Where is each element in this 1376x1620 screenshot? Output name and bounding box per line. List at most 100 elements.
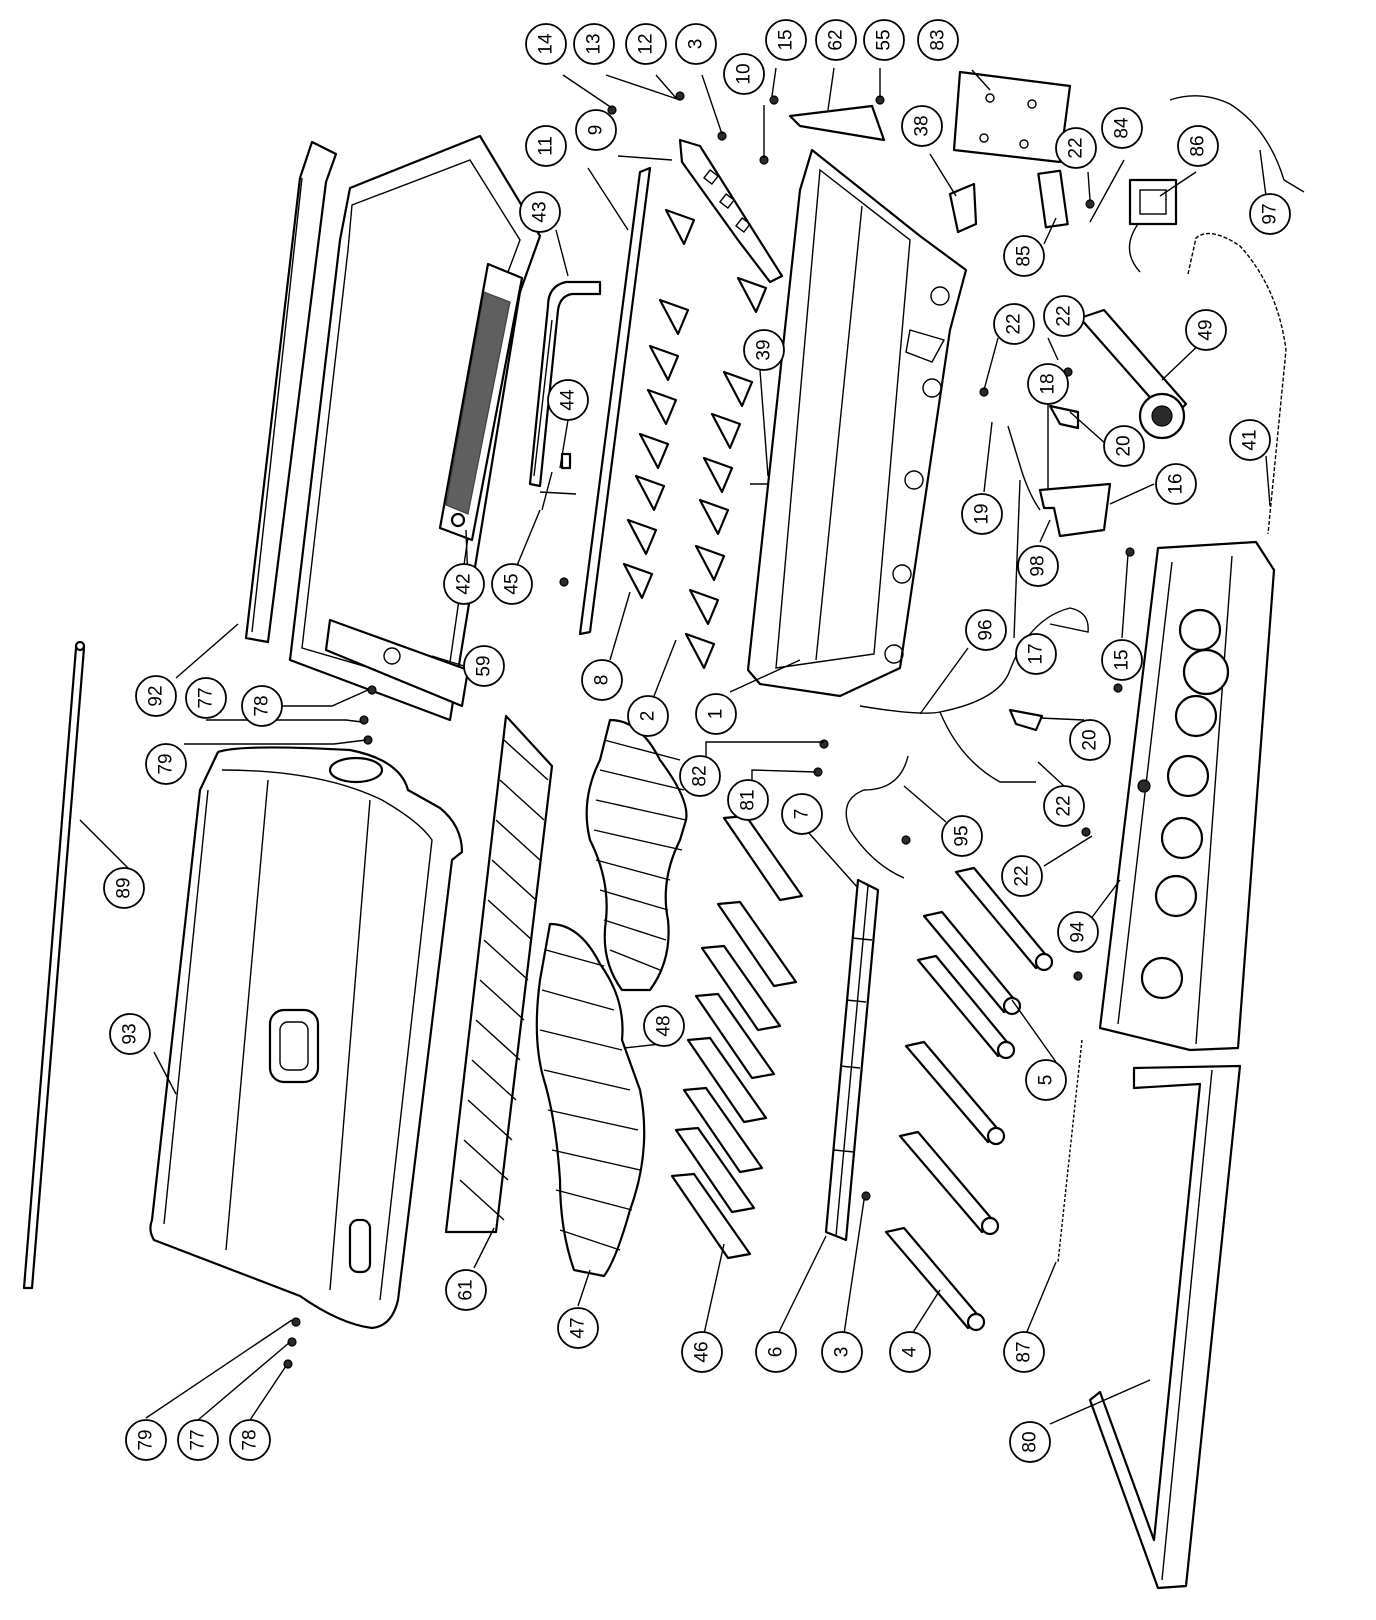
callout-79: 79	[125, 1419, 167, 1461]
part-electrode	[539, 452, 577, 511]
part-rear-housing	[288, 134, 542, 722]
callout-42: 42	[443, 563, 485, 605]
callout-45: 45	[491, 563, 533, 605]
leader-lines	[79, 67, 1271, 1425]
knob-icon	[1178, 608, 1222, 652]
callout-3: 3	[675, 23, 717, 65]
callout-17: 17	[1015, 633, 1057, 675]
callout-label: 1	[706, 709, 727, 720]
callout-label: 3	[686, 39, 707, 50]
callout-label: 15	[1112, 649, 1133, 670]
callout-bubbles: 14 13 12 3 10 15 62 55 83 38 84 22 86 97…	[103, 19, 1291, 1463]
callout-77: 77	[185, 677, 227, 719]
part-control-panel	[1098, 540, 1276, 1052]
callout-label: 11	[536, 136, 557, 156]
callout-label: 13	[584, 33, 605, 54]
part-infrared-burner	[438, 262, 524, 542]
callout-label: 92	[146, 685, 167, 706]
callout-1: 1	[695, 693, 737, 735]
knob-icon	[1154, 874, 1198, 918]
part-manifold-bracket	[678, 138, 784, 284]
callout-label: 62	[826, 29, 847, 50]
burner-tube-icon	[884, 866, 1054, 1332]
callout-84: 84	[1101, 107, 1143, 149]
callout-95: 95	[941, 815, 983, 857]
callout-18: 18	[1027, 363, 1069, 405]
knob-icon	[1174, 694, 1218, 738]
callout-label: 22	[1066, 137, 1087, 158]
part-wiring-harness	[1007, 425, 1041, 511]
callout-78: 78	[241, 685, 283, 727]
callout-label: 5	[1036, 1075, 1057, 1086]
callout-19: 19	[961, 493, 1003, 535]
callout-label: 22	[1054, 795, 1075, 816]
callout-label: 7	[792, 809, 813, 820]
callout-label: 79	[136, 1429, 157, 1450]
callout-label: 8	[592, 675, 613, 686]
part-motor-bracket	[1038, 482, 1112, 538]
callout-label: 59	[474, 655, 495, 676]
callout-46: 46	[681, 1331, 723, 1373]
callout-label: 89	[114, 877, 135, 898]
part-wind-guard-strip	[244, 140, 338, 644]
knob-icon	[1140, 956, 1184, 1000]
callout-label: 78	[252, 695, 273, 716]
callout-label: 77	[196, 687, 217, 708]
callout-41: 41	[1229, 419, 1271, 461]
callout-77: 77	[177, 1419, 219, 1461]
callout-label: 22	[1012, 865, 1033, 886]
callout-10: 10	[723, 53, 765, 95]
knob-icon	[1166, 754, 1210, 798]
part-valve-brackets	[622, 208, 768, 670]
callout-15: 15	[765, 19, 807, 61]
callout-label: 97	[1260, 203, 1281, 224]
callout-6: 6	[755, 1331, 797, 1373]
callout-label: 20	[1114, 435, 1135, 456]
callout-label: 47	[568, 1317, 589, 1338]
callout-59: 59	[463, 645, 505, 687]
callout-13: 13	[573, 23, 615, 65]
part-transformer	[1128, 178, 1178, 273]
callout-47: 47	[557, 1307, 599, 1349]
callout-39: 39	[743, 329, 785, 371]
callout-11: 11	[525, 125, 567, 167]
callout-label: 16	[1166, 473, 1187, 494]
part-angle-bracket-lower	[1008, 708, 1044, 732]
callout-label: 18	[1038, 373, 1059, 394]
callout-14: 14	[525, 23, 567, 65]
callout-label: 39	[754, 339, 775, 360]
callout-78: 78	[229, 1419, 271, 1461]
callout-98: 98	[1017, 545, 1059, 587]
callout-55: 55	[863, 19, 905, 61]
part-side-bracket	[788, 104, 886, 142]
callout-86: 86	[1177, 125, 1219, 167]
callout-79: 79	[145, 743, 187, 785]
part-mounting-plate	[952, 70, 1072, 164]
callout-label: 95	[952, 825, 973, 846]
callout-label: 38	[912, 115, 933, 136]
callout-label: 22	[1054, 305, 1075, 326]
callout-62: 62	[815, 19, 857, 61]
callout-22: 22	[1043, 295, 1085, 337]
callout-label: 20	[1080, 729, 1101, 750]
callout-label: 78	[240, 1429, 261, 1450]
callout-label: 96	[976, 619, 997, 640]
callout-label: 86	[1188, 135, 1209, 156]
callout-label: 77	[188, 1429, 209, 1450]
callout-94: 94	[1057, 911, 1099, 953]
callout-label: 98	[1028, 555, 1049, 576]
callout-label: 80	[1020, 1431, 1041, 1452]
callout-38: 38	[901, 105, 943, 147]
part-burner-channels	[824, 878, 880, 1242]
callout-83: 83	[917, 19, 959, 61]
callout-label: 46	[692, 1341, 713, 1362]
part-front-frame	[1088, 1064, 1242, 1590]
callout-87: 87	[1003, 1331, 1045, 1373]
part-firebox	[746, 148, 968, 698]
part-rotisserie-motor	[1078, 308, 1188, 440]
part-gas-hose	[1187, 232, 1287, 535]
callout-label: 93	[120, 1023, 141, 1044]
callout-label: 83	[928, 29, 949, 50]
callout-label: 48	[654, 1015, 675, 1036]
callout-16: 16	[1155, 463, 1197, 505]
